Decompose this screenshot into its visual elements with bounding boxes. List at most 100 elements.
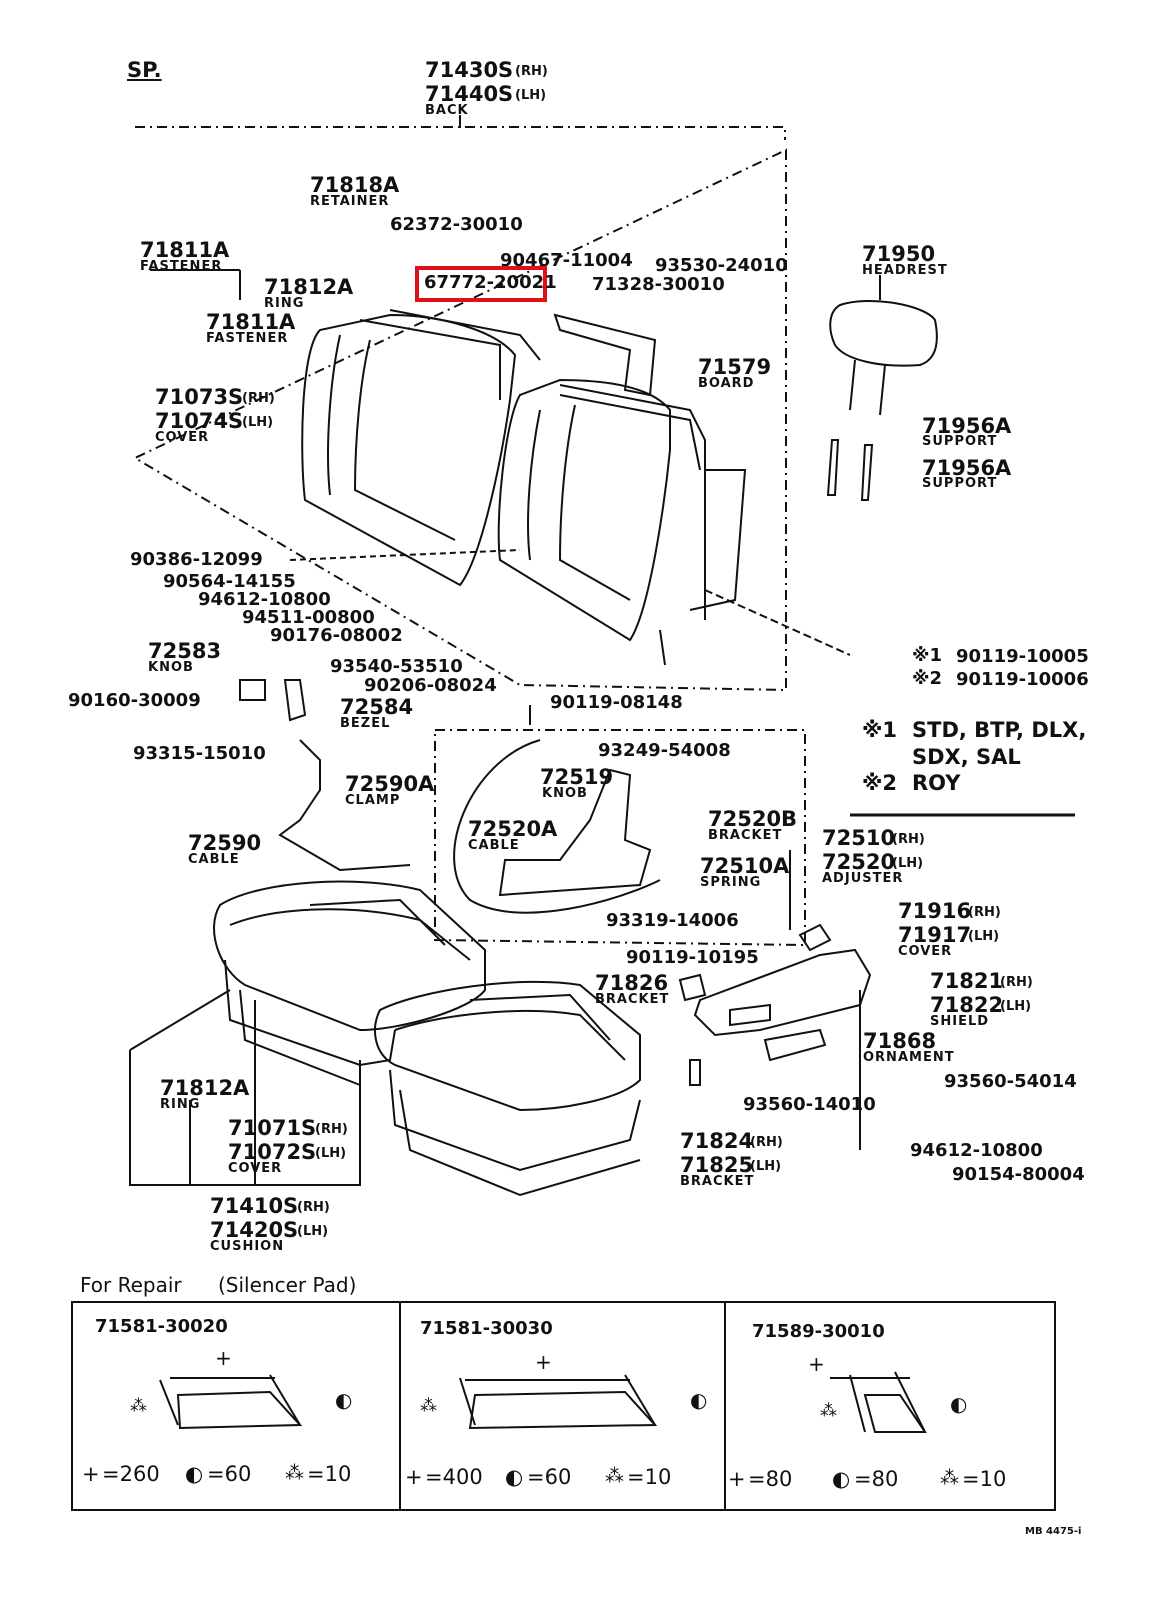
part-72520B[interactable]: 72520B	[708, 807, 798, 831]
part-93540-53510[interactable]: 93540-53510	[330, 656, 463, 677]
part-90386-12099[interactable]: 90386-12099	[130, 549, 263, 570]
seat-back-left	[301, 309, 541, 587]
part-93319-14006[interactable]: 93319-14006	[606, 910, 739, 931]
part-72583[interactable]: 72583	[148, 639, 222, 663]
part-71812A-2[interactable]: 71812A	[160, 1076, 250, 1100]
lh-suffix: (LH)	[515, 88, 547, 103]
part-90160-30009[interactable]: 90160-30009	[68, 690, 201, 711]
part-93530-24010[interactable]: 93530-24010	[655, 255, 788, 276]
lh-suffix-8: (LH)	[297, 1224, 329, 1239]
part-71073S[interactable]: 71073S	[155, 385, 244, 409]
bracket-name-2: BRACKET	[595, 992, 670, 1007]
repair-part-2[interactable]: 71581-30030	[420, 1318, 553, 1339]
part-71822[interactable]: 71822	[930, 993, 1004, 1017]
part-71824[interactable]: 71824	[680, 1129, 754, 1153]
lh-suffix-2: (LH)	[242, 415, 274, 430]
lh-suffix-7: (LH)	[750, 1159, 782, 1174]
repair-1-qty: =10	[307, 1462, 352, 1486]
part-highlight-box	[415, 266, 547, 302]
part-71825[interactable]: 71825	[680, 1153, 754, 1177]
seat-back-right	[497, 378, 706, 642]
width-icon: ◐	[335, 1388, 353, 1412]
part-71430S[interactable]: 71430S	[425, 58, 514, 82]
part-71328-30010[interactable]: 71328-30010	[592, 274, 725, 295]
cable-name-1: CABLE	[468, 838, 520, 853]
quantity-icon: ⁂	[130, 1396, 147, 1416]
back-group-outline	[132, 126, 787, 692]
rh-suffix-8: (RH)	[297, 1200, 330, 1215]
part-71071S[interactable]: 71071S	[228, 1116, 317, 1140]
part-71868[interactable]: 71868	[863, 1029, 937, 1053]
width-icon: ◐	[185, 1462, 204, 1486]
quantity-icon: ⁂	[285, 1462, 304, 1484]
shield-name: SHIELD	[930, 1014, 990, 1029]
width-icon: ◐	[505, 1465, 524, 1489]
part-71811A-1[interactable]: 71811A	[140, 238, 230, 262]
cover-name-2: COVER	[898, 944, 953, 959]
width-icon: ◐	[832, 1467, 851, 1491]
part-93315-15010[interactable]: 93315-15010	[133, 743, 266, 764]
fastener-name-2: FASTENER	[206, 331, 289, 346]
part-71956A-2[interactable]: 71956A	[922, 456, 1012, 480]
part-93560-14010[interactable]: 93560-14010	[743, 1094, 876, 1115]
repair-part-1[interactable]: 71581-30020	[95, 1316, 228, 1337]
part-90176-08002[interactable]: 90176-08002	[270, 625, 403, 646]
part-90564-14155[interactable]: 90564-14155	[163, 571, 296, 592]
part-62372-30010[interactable]: 62372-30010	[390, 214, 523, 235]
part-93249-54008[interactable]: 93249-54008	[598, 740, 731, 761]
part-90467-11004[interactable]: 90467-11004	[500, 250, 633, 271]
quantity-icon: ⁂	[940, 1467, 959, 1489]
part-72584[interactable]: 72584	[340, 695, 414, 719]
note-1-text-2: SDX, SAL	[912, 745, 1021, 769]
part-90154-80004[interactable]: 90154-80004	[952, 1164, 1085, 1185]
part-72520[interactable]: 72520	[822, 850, 896, 874]
knob-name-1: KNOB	[148, 660, 194, 675]
part-72519[interactable]: 72519	[540, 765, 614, 789]
ring-name-2: RING	[160, 1097, 201, 1112]
part-72520A[interactable]: 72520A	[468, 817, 558, 841]
part-90119-08148[interactable]: 90119-08148	[550, 692, 683, 713]
part-72590[interactable]: 72590	[188, 831, 262, 855]
part-72510[interactable]: 72510	[822, 826, 896, 850]
adjuster-name: ADJUSTER	[822, 871, 904, 886]
part-72510A[interactable]: 72510A	[700, 854, 790, 878]
quantity-icon: ⁂	[605, 1465, 624, 1487]
width-icon: ◐	[690, 1388, 708, 1412]
part-71956A-1[interactable]: 71956A	[922, 414, 1012, 438]
repair-table-lines	[71, 1301, 1056, 1511]
part-71826[interactable]: 71826	[595, 971, 669, 995]
lh-suffix-3: (LH)	[892, 856, 924, 871]
bracket-name-1: BRACKET	[708, 828, 783, 843]
knob-name-2: KNOB	[542, 786, 588, 801]
part-93560-54014[interactable]: 93560-54014	[944, 1071, 1077, 1092]
part-71420S[interactable]: 71420S	[210, 1218, 299, 1242]
part-71410S[interactable]: 71410S	[210, 1194, 299, 1218]
part-71072S[interactable]: 71072S	[228, 1140, 317, 1164]
part-90119-10005[interactable]: 90119-10005	[956, 646, 1089, 667]
repair-2-qty: =10	[627, 1465, 672, 1489]
part-71917[interactable]: 71917	[898, 923, 972, 947]
part-94511-00800[interactable]: 94511-00800	[242, 607, 375, 628]
part-94612-10800-a[interactable]: 94612-10800	[198, 589, 331, 610]
part-72590A[interactable]: 72590A	[345, 772, 435, 796]
part-67772-20021[interactable]: 67772-20021	[424, 272, 557, 293]
part-71821[interactable]: 71821	[930, 969, 1004, 993]
part-71440S[interactable]: 71440S	[425, 82, 514, 106]
rh-suffix-4: (RH)	[968, 905, 1001, 920]
lh-suffix-5: (LH)	[1000, 999, 1032, 1014]
part-71074S[interactable]: 71074S	[155, 409, 244, 433]
footer-code: MB 4475-i	[1025, 1526, 1082, 1537]
part-94612-10800-b[interactable]: 94612-10800	[910, 1140, 1043, 1161]
repair-part-3[interactable]: 71589-30010	[752, 1321, 885, 1342]
sp-label: SP.	[127, 58, 162, 82]
rh-suffix-5: (RH)	[1000, 975, 1033, 990]
part-71579[interactable]: 71579	[698, 355, 772, 379]
part-71916[interactable]: 71916	[898, 899, 972, 923]
part-71812A-1[interactable]: 71812A	[264, 275, 354, 299]
part-90206-08024[interactable]: 90206-08024	[364, 675, 497, 696]
part-71811A-2[interactable]: 71811A	[206, 310, 296, 334]
part-71818A[interactable]: 71818A	[310, 173, 400, 197]
part-90119-10195[interactable]: 90119-10195	[626, 947, 759, 968]
part-71950[interactable]: 71950	[862, 242, 936, 266]
part-90119-10006[interactable]: 90119-10006	[956, 669, 1089, 690]
